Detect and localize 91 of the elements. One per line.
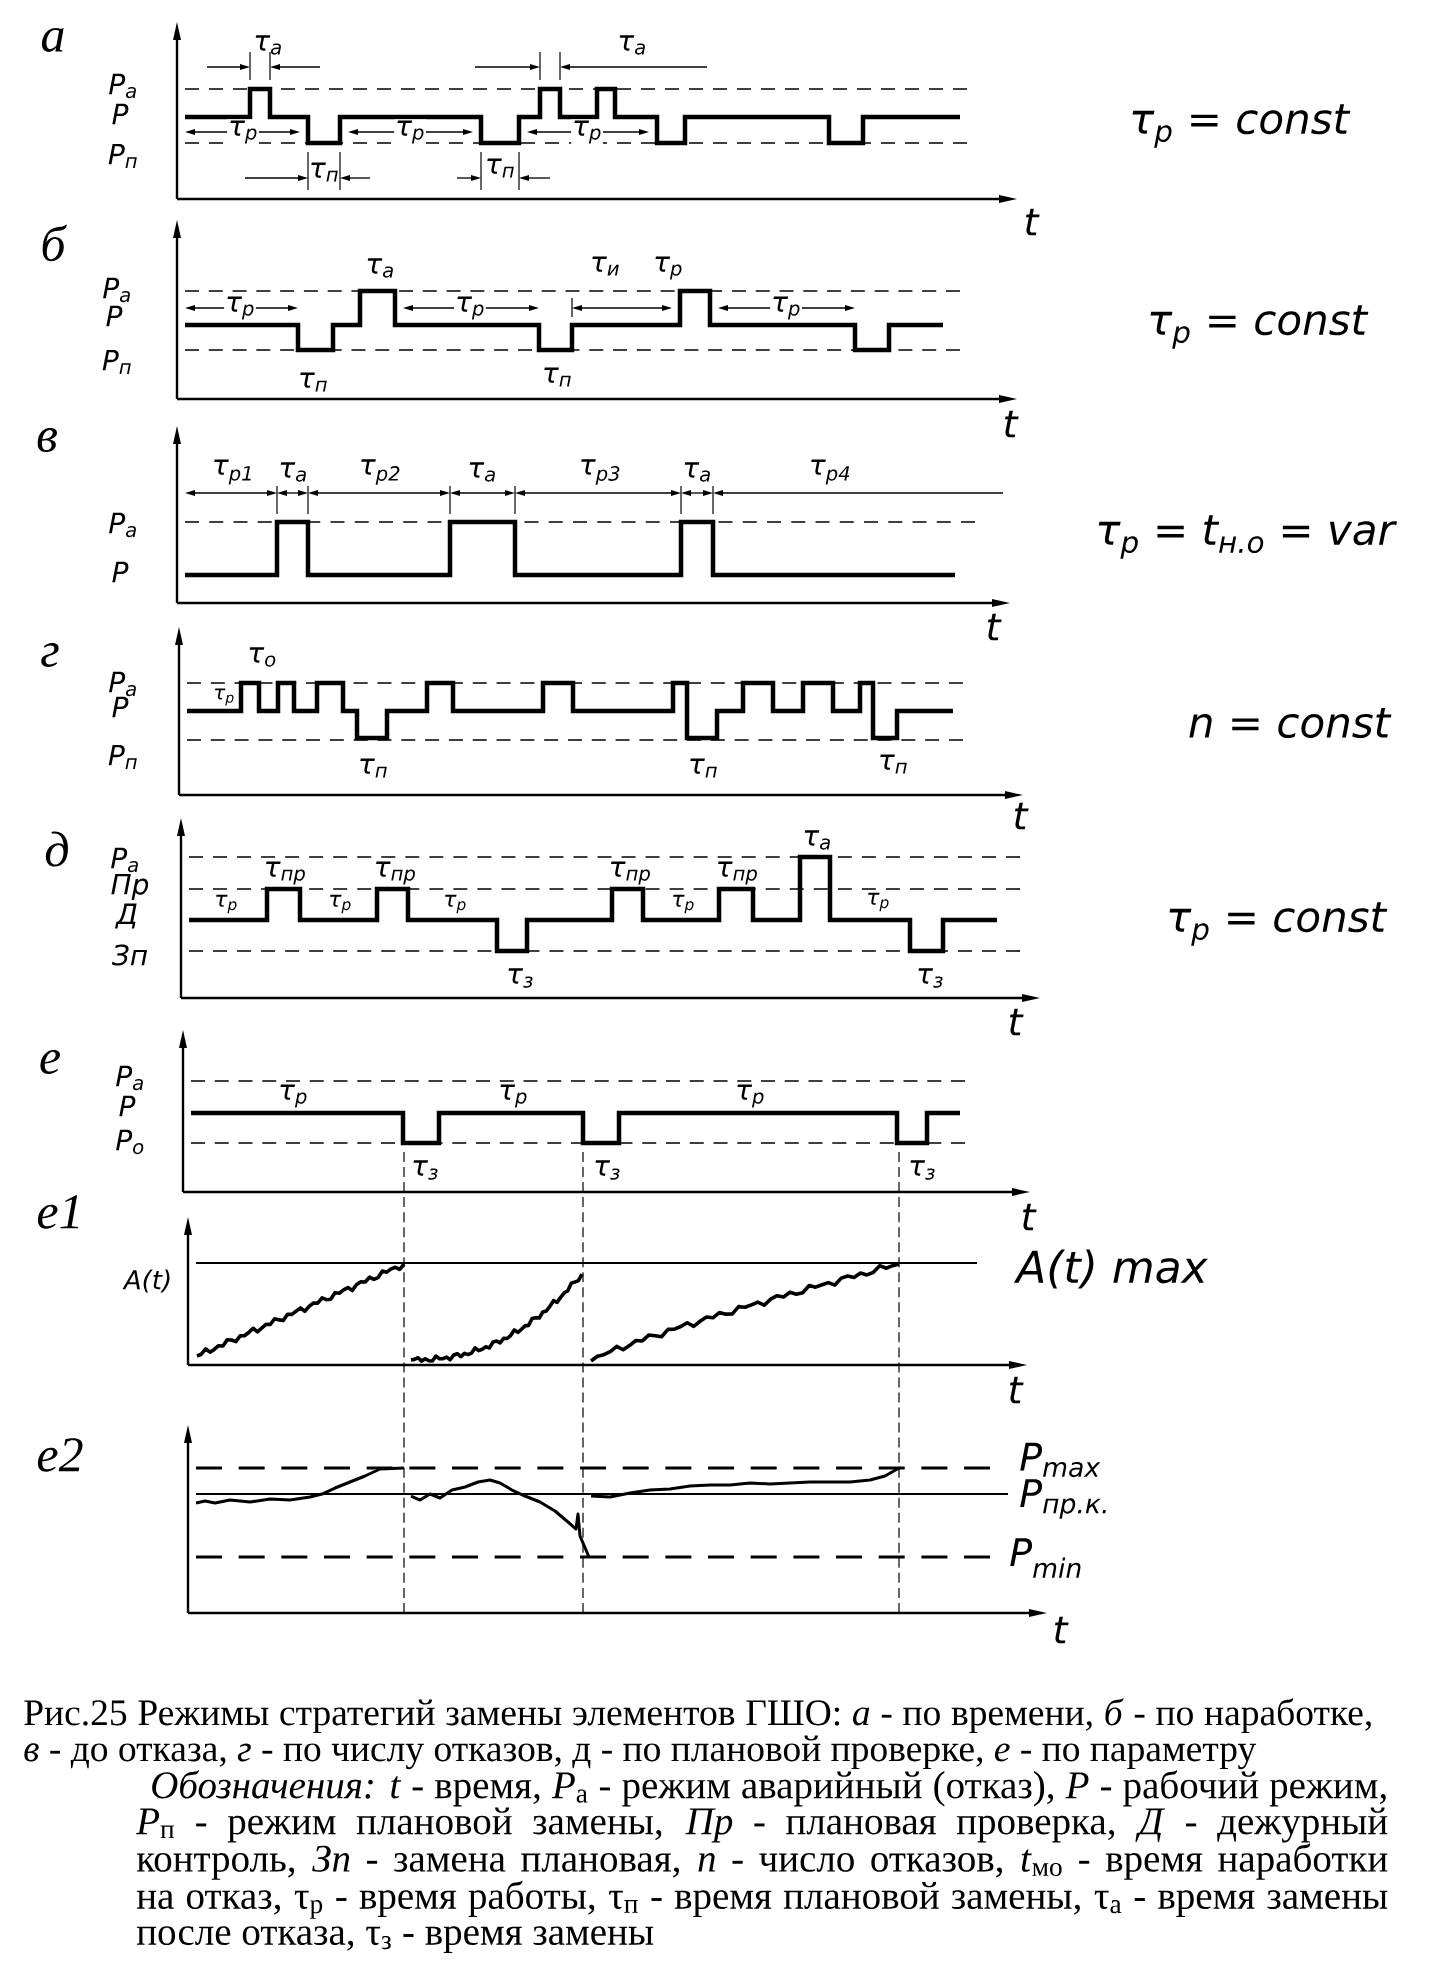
caption: Рис.25 Режимы стратегий замены элементов ГШО: а - по времени, б - по наработке, в - до отказа, г - по числу отказов, д - по плановой проверке, е - по параметру	[24, 1698, 1371, 1770]
interval-label: τ$_{а}$	[367, 258, 393, 278]
interval-label: τ$_{р}$	[215, 688, 234, 706]
panel-letter: е	[40, 1050, 60, 1075]
interval-label: τ$_{а}$	[804, 830, 830, 850]
interval-label: τ$_{р}$	[216, 894, 237, 914]
axis-label: Р$_{а}$	[109, 512, 136, 538]
formula: n = const	[1189, 707, 1392, 739]
interval-label: τ$_{з}$	[413, 1160, 438, 1180]
axis-label: t	[988, 613, 1002, 641]
interval-label: τ$_{а}$	[469, 462, 495, 482]
interval-label: τ$_{р3}$	[581, 459, 620, 485]
formula: τ$_{р}$ = const	[1169, 902, 1388, 946]
axis-label: Р$_{а}$	[109, 73, 136, 99]
panel-letter: в	[37, 427, 57, 453]
interval-label: τ$_{р}$	[655, 256, 682, 280]
axis-label: Р	[112, 103, 129, 125]
interval-label: τ$_{р4}$	[811, 459, 850, 485]
panel-letter: г	[41, 643, 59, 667]
axis-label: Пр	[111, 873, 149, 901]
axis-label: Р$_{п}$	[108, 744, 137, 770]
interval-label: τ$_{п}$	[544, 367, 571, 387]
interval-label: τ$_{р}$	[737, 1084, 764, 1108]
panel-letter: а	[42, 27, 64, 53]
interval-label: τ$_{пр}$	[376, 861, 415, 885]
interval-label: τ$_{з}$	[910, 1160, 935, 1180]
formula: τ$_{р}$ = const	[1150, 305, 1369, 349]
axis-label: Д	[115, 903, 137, 929]
interval-label: τ$_{и}$	[592, 256, 619, 276]
level-label: A(t) max	[1013, 1249, 1209, 1289]
axis-label: Р$_{п}$	[108, 143, 137, 169]
interval-label: τ$_{п}$	[311, 162, 338, 182]
axis-label: Зп	[111, 944, 148, 966]
notation-text: Обозначения: t - время, Р$_{а}$ - режим аварийный (отказ), Р - рабочий режим, Р$_{п}$ - режим плановой замены, Пр - плановая проверка, Д - дежурный контроль, Зп - замена плановая, n - число отказов, t$_{мо}$ - время наработки на отказ, τ$_{р}$ - время работы, τ$_{п}$ - время плановой замены, τ$_{а}$ - время замены после отказа, τ$_{з}$ - время замены	[136, 1770, 1388, 1953]
axis-label: Р	[112, 561, 129, 583]
axis-label: t	[1015, 802, 1029, 830]
interval-label: τ$_{з}$	[918, 968, 943, 988]
axis-label: Р	[112, 696, 129, 718]
interval-label: τ$_{п}$	[690, 758, 717, 778]
interval-label: τ$_{р}$	[673, 894, 694, 914]
interval-label: τ$_{з}$	[508, 968, 533, 988]
level-label: Р$_{min}$	[1010, 1538, 1081, 1578]
axis-label: Р$_{а}$	[111, 847, 138, 873]
interval-label: τ$_{р}$	[571, 119, 603, 145]
axis-label: Р$_{а}$	[103, 277, 130, 303]
interval-label: τ$_{р}$	[224, 295, 256, 321]
formula: τ$_{р}$ = t$_{н.о}$ = var	[1098, 515, 1397, 559]
interval-label: τ$_{р1}$	[214, 459, 251, 485]
axis-label: Р$_{а}$	[109, 671, 136, 697]
level-label: Р$_{пр.к.}$	[1020, 1479, 1106, 1519]
interval-label: τ$_{р}$	[868, 892, 889, 912]
interval-label: τ$_{р}$	[454, 295, 486, 321]
axis-label: Р$_{п}$	[102, 349, 131, 375]
interval-label: τ$_{п}$	[487, 158, 514, 178]
interval-label: τ$_{пр}$	[266, 861, 305, 885]
interval-label: τ$_{р}$	[770, 295, 802, 321]
panel-letter: д	[45, 831, 68, 867]
axis-label: Р$_{а}$	[116, 1065, 143, 1091]
interval-label: τ$_{п}$	[360, 758, 387, 778]
interval-label: τ$_{п}$	[880, 754, 907, 774]
axis-label: t	[1010, 1008, 1024, 1036]
interval-label: τ$_{р}$	[227, 119, 259, 145]
interval-label: τ$_{р}$	[280, 1084, 307, 1108]
interval-label: τ$_{а}$	[684, 462, 710, 482]
axis-label: t	[1026, 208, 1040, 236]
panel-letter: б	[42, 224, 67, 262]
axis-label: t	[1055, 1616, 1069, 1644]
interval-label: τ$_{пр}$	[611, 861, 650, 885]
axis-label: t	[1005, 410, 1019, 438]
axis-label: t	[1023, 1203, 1037, 1231]
interval-label: τ$_{а}$	[255, 35, 281, 55]
interval-label: τ$_{р}$	[445, 894, 466, 914]
level-label: Р$_{max}$	[1020, 1442, 1101, 1478]
axis-label: Р$_{о}$	[116, 1129, 144, 1155]
interval-label: τ$_{пр}$	[718, 861, 757, 885]
axis-label: Р	[106, 305, 123, 327]
interval-label: τ$_{а}$	[280, 462, 306, 482]
interval-label: τ$_{о}$	[249, 647, 276, 667]
formula: τ$_{р}$ = const	[1132, 104, 1351, 148]
panel-letter: е2	[37, 1438, 83, 1472]
interval-label: τ$_{з}$	[595, 1160, 620, 1180]
interval-label: τ$_{р}$	[394, 119, 426, 145]
interval-label: τ$_{р}$	[330, 894, 351, 914]
panel-letter: е1	[37, 1195, 79, 1229]
axis-label: A(t)	[122, 1269, 170, 1293]
interval-label: τ$_{п}$	[300, 372, 327, 392]
interval-label: τ$_{а}$	[619, 35, 645, 55]
axis-label: t	[1010, 1376, 1024, 1404]
interval-label: τ$_{р2}$	[361, 459, 400, 485]
interval-label: τ$_{р}$	[500, 1084, 527, 1108]
axis-label: Р	[119, 1095, 136, 1117]
